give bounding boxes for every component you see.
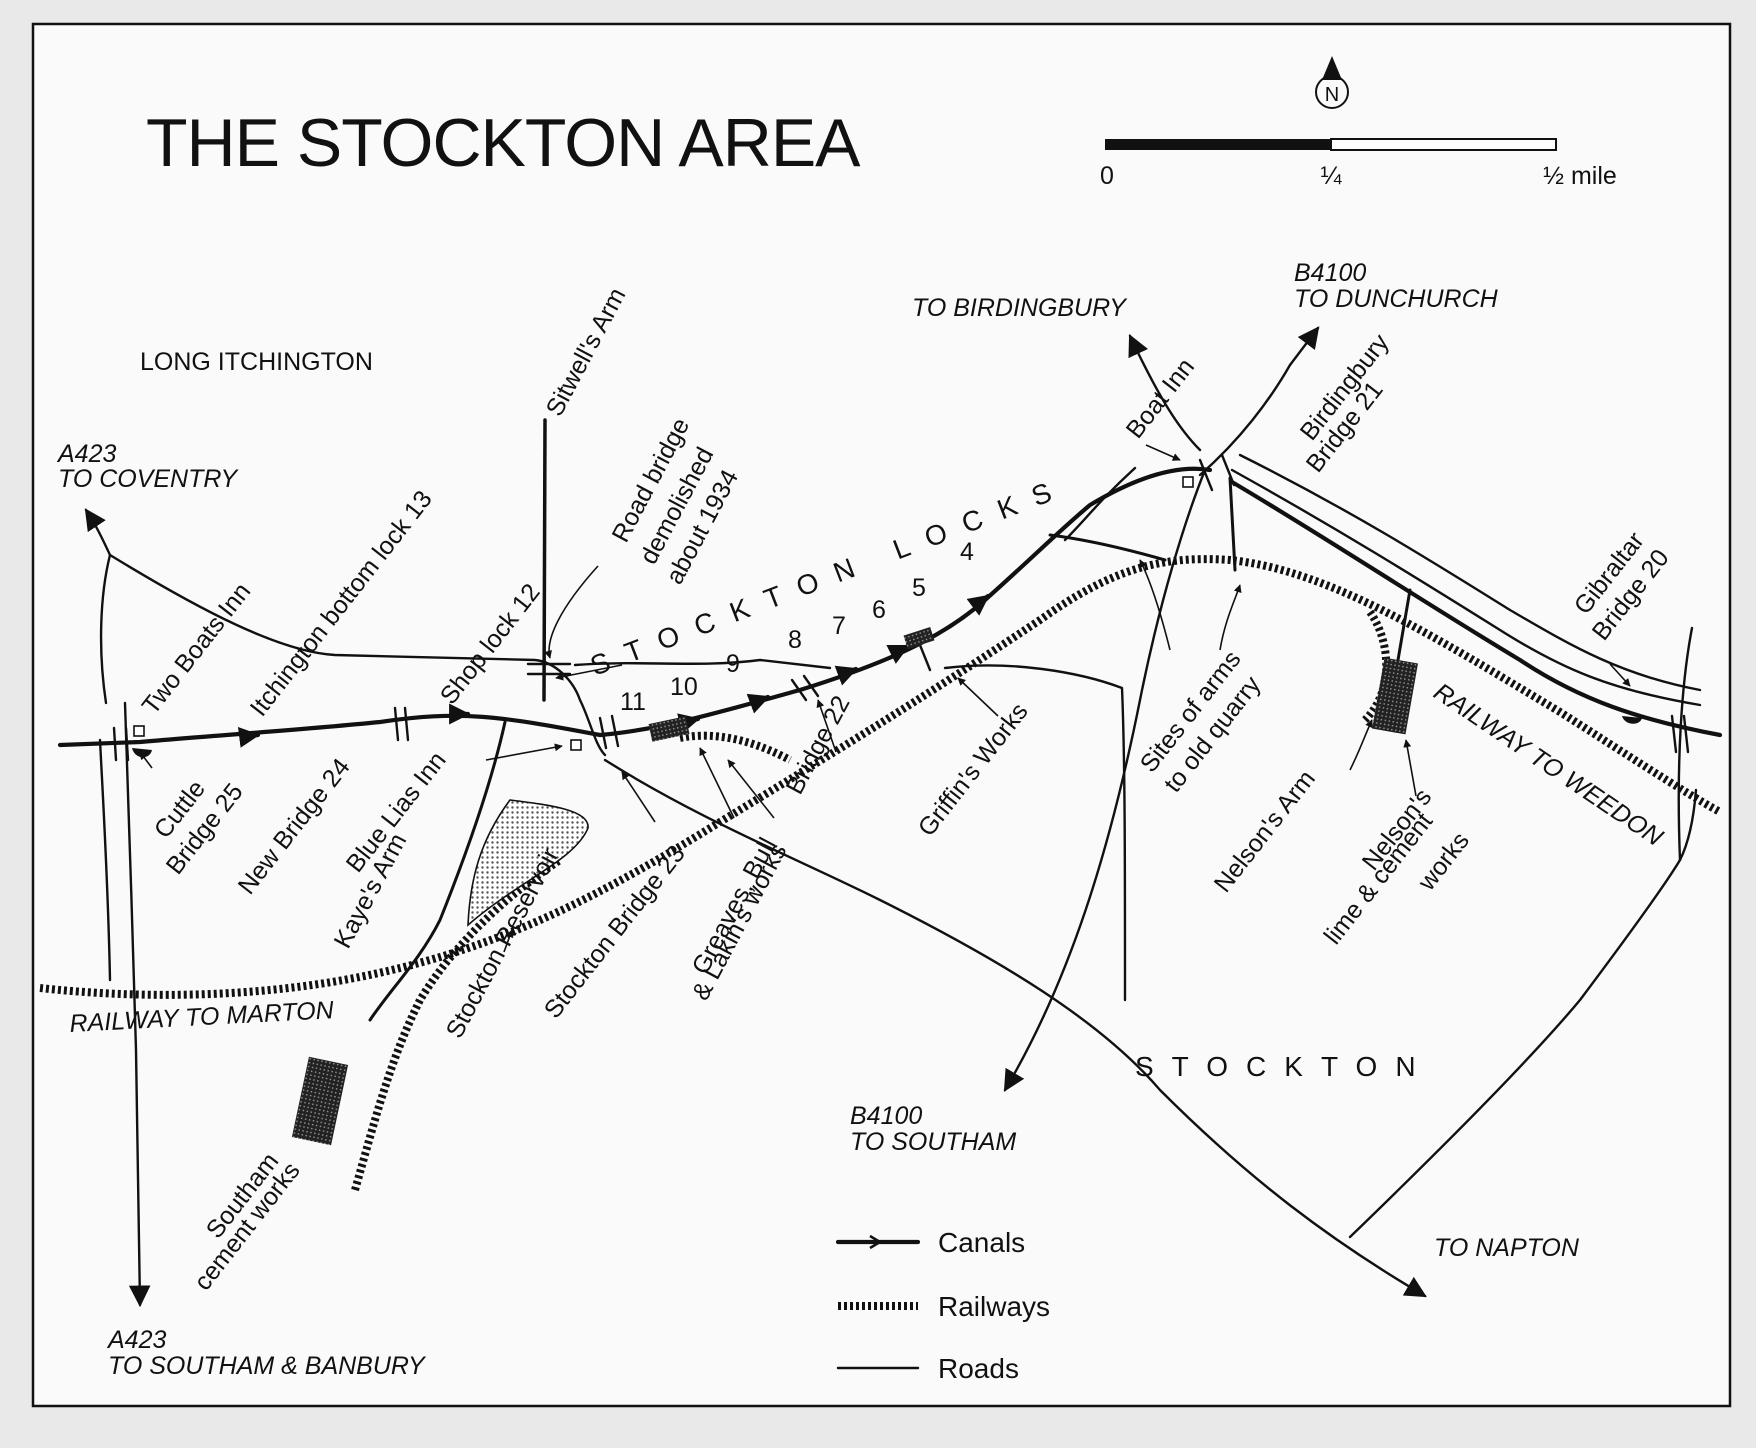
legend: Canals Railways Roads <box>835 1227 1050 1384</box>
map-title: THE STOCKTON AREA <box>146 105 861 181</box>
place-long-itchington: LONG ITCHINGTON <box>140 348 373 376</box>
lock-number-9: 9 <box>726 650 740 678</box>
scale-label-0: 0 <box>1100 162 1114 190</box>
road-north-loop <box>1063 466 1137 542</box>
lock-4-arrow <box>966 593 991 616</box>
road-to-birdingbury <box>1128 334 1202 452</box>
lock-13-arrow <box>237 726 261 748</box>
dest-a423-coventry: TO COVENTRY <box>58 465 240 493</box>
railway-to-marton <box>39 555 1722 999</box>
dest-b4100-southam: TO SOUTHAM <box>850 1128 1016 1156</box>
canal-kayes-arm <box>368 720 507 1022</box>
lock-number-4: 4 <box>960 538 974 566</box>
north-arrow-icon: N <box>1315 56 1349 109</box>
lock-8-arrow <box>834 665 859 686</box>
road-to-napton <box>603 758 1427 1298</box>
dest-b4100-dunchurch: TO DUNCHURCH <box>1294 285 1499 313</box>
dest-b4100-southam-road: B4100 <box>850 1102 922 1130</box>
road-to-coventry <box>84 508 112 557</box>
lock-number-6: 6 <box>872 596 886 624</box>
dest-b4100-dunchurch-road: B4100 <box>1294 259 1366 287</box>
bridges <box>112 453 1690 762</box>
blue-lias-inn-icon <box>570 739 582 751</box>
lock-11-arrow <box>677 713 701 734</box>
road-b4100-east <box>1230 468 1702 707</box>
canals <box>57 466 1723 1022</box>
road-sitwells-arm <box>542 418 547 702</box>
dest-a423-banbury-road: A423 <box>106 1326 166 1354</box>
scale-bar: 0 ¼ ½ mile <box>1100 138 1617 190</box>
nelsons-works-block <box>1372 657 1418 735</box>
lock-number-7: 7 <box>832 612 846 640</box>
leader-lines <box>139 444 1631 953</box>
scale-label-quarter: ¼ <box>1321 162 1343 190</box>
railway-greaves-siding <box>679 731 792 764</box>
greaves-works-block <box>648 716 690 742</box>
canal-quarry-arm-2 <box>1228 476 1237 572</box>
canal-quarry-arm <box>1048 533 1167 562</box>
legend-canal-label: Canals <box>938 1227 1025 1258</box>
dest-birdingbury: TO BIRDINGBURY <box>912 294 1128 322</box>
two-boats-inn-icon <box>133 725 145 737</box>
legend-road-label: Roads <box>938 1353 1019 1384</box>
road-b4100-south <box>1003 468 1207 1092</box>
road-b4100-north <box>1198 326 1320 477</box>
lock-number-8: 8 <box>788 626 802 654</box>
lock-number-5: 5 <box>912 574 926 602</box>
dest-a423-banbury: TO SOUTHAM & BANBURY <box>108 1352 427 1380</box>
map-frame <box>31 22 1732 1408</box>
lock-number-10: 10 <box>670 673 698 701</box>
place-stockton: STOCKTON <box>1135 1051 1434 1082</box>
dest-napton: TO NAPTON <box>1434 1234 1580 1262</box>
road-to-napton-east <box>1348 858 1682 1239</box>
scale-label-half-mile: ½ mile <box>1543 162 1617 190</box>
dest-a423-coventry-road: A423 <box>56 440 116 468</box>
lock-9-arrow <box>746 693 771 714</box>
svg-text:N: N <box>1325 84 1339 106</box>
road-east-loop <box>1678 788 1698 862</box>
legend-rail-label: Railways <box>938 1291 1050 1322</box>
road-griffins <box>943 664 1127 1002</box>
road-stockton-bridge <box>573 658 832 670</box>
canal-gibraltar-arm <box>1396 588 1412 662</box>
gibraltar-bridge-icon <box>1622 716 1642 724</box>
griffins-works-block <box>903 627 935 649</box>
lock-number-11: 11 <box>620 688 646 716</box>
lock-6-arrow <box>886 643 911 664</box>
road-south-a423 <box>98 738 112 982</box>
stockton-reservoir <box>467 799 589 927</box>
boat-inn-icon <box>1182 476 1194 488</box>
southam-works-block <box>291 1056 349 1146</box>
